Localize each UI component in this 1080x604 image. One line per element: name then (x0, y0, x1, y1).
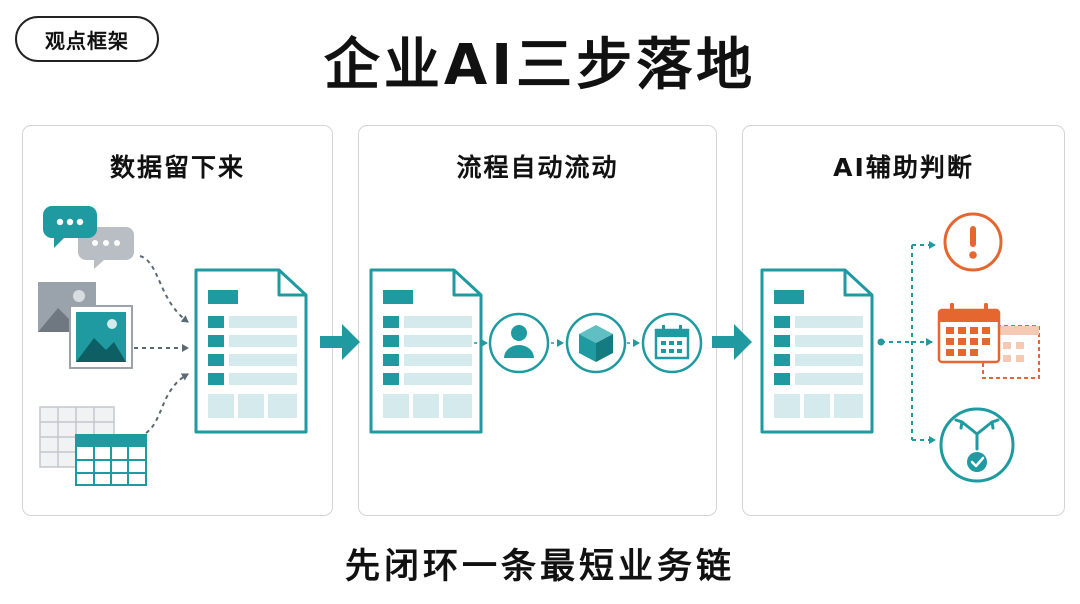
flow-arrow-1 (320, 324, 360, 360)
document-icon (369, 268, 483, 434)
connector-arrows-panel1 (134, 255, 189, 434)
package-icon (565, 312, 627, 374)
branch-connectors (881, 241, 936, 444)
footer-caption: 先闭环一条最短业务链 (344, 547, 735, 587)
panel-title-process-automation: 流程自动流动 (456, 153, 619, 182)
image-icon (38, 282, 133, 369)
category-tag: 观点框架 (15, 16, 159, 62)
document-icon (194, 268, 308, 434)
panel-title-ai-decision: AI辅助判断 (833, 153, 974, 182)
spreadsheet-icon (39, 406, 147, 486)
calendar-icon (641, 312, 703, 374)
document-icon (760, 268, 874, 434)
alert-icon (943, 212, 1003, 272)
decision-check-icon (939, 407, 1015, 483)
flow-arrow-2 (712, 324, 752, 360)
panel-title-data-retention: 数据留下来 (109, 153, 245, 182)
user-icon (488, 312, 550, 374)
chat-bubble-icon (43, 206, 134, 269)
calendar-icon (937, 303, 1040, 379)
page-title: 企业AI三步落地 (323, 33, 757, 98)
